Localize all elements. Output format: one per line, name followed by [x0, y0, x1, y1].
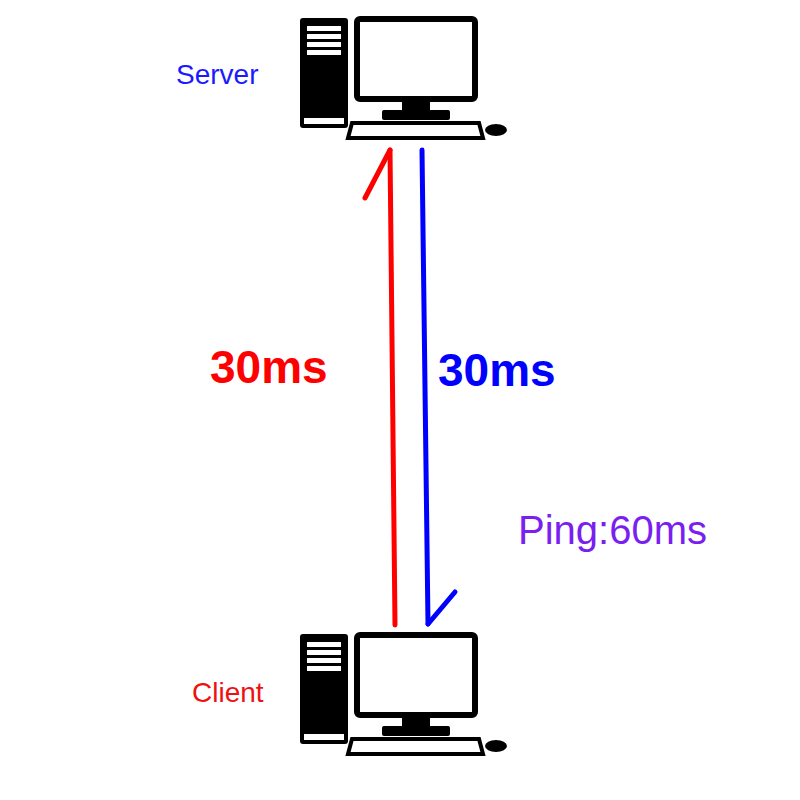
latency-label: 30ms — [438, 345, 556, 396]
computer-node: Client — [170, 628, 515, 760]
computer-node: Server — [170, 12, 515, 144]
computer-icon — [298, 632, 510, 758]
node-label: Client — [192, 678, 264, 709]
node-label: Server — [176, 60, 258, 91]
computer-icon — [298, 16, 510, 142]
latency-label: 30ms — [210, 342, 328, 393]
ping-note: Ping:60ms — [518, 508, 707, 552]
latency-arrow — [365, 150, 395, 625]
